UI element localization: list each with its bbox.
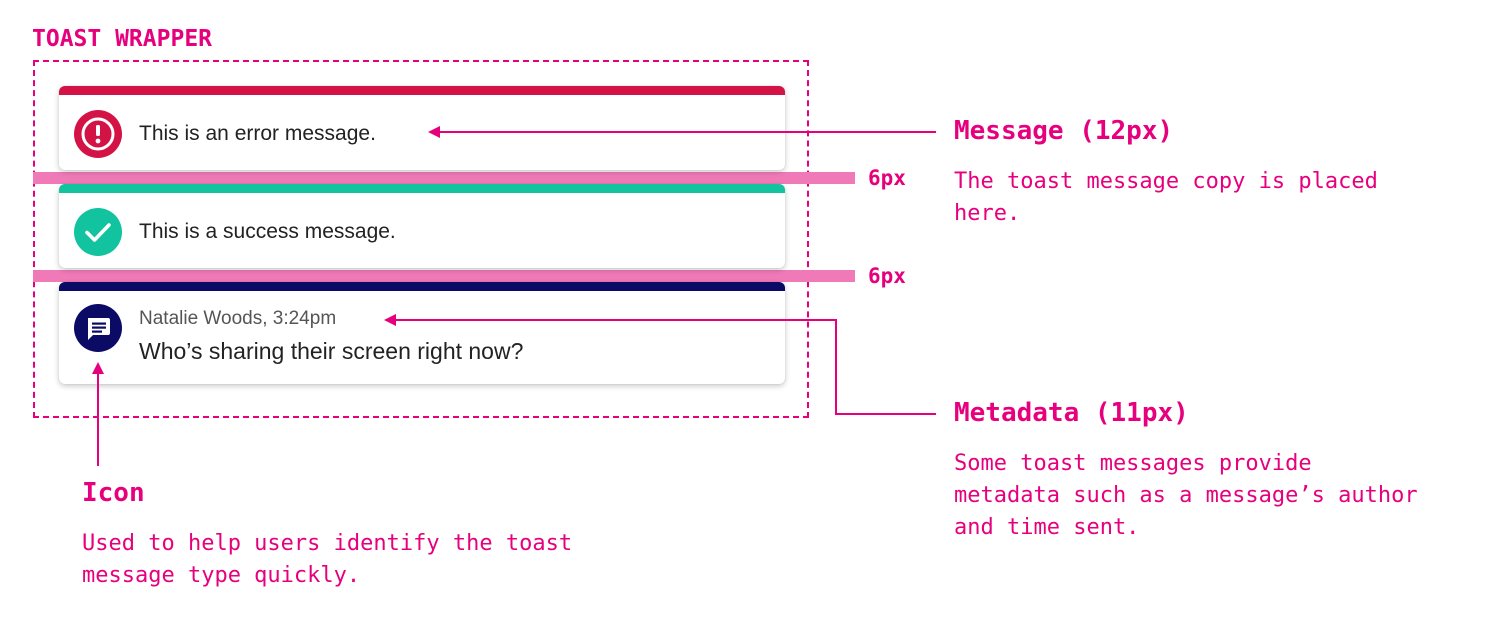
gap-label: 6px — [868, 264, 906, 288]
gap-label: 6px — [868, 166, 906, 190]
toast-message: This is a success message. — [139, 220, 396, 243]
message-annotation-title: Message (12px) — [954, 116, 1174, 146]
icon-annotation-title: Icon — [82, 478, 145, 508]
toast-wrapper-outline — [33, 60, 809, 418]
message-annotation-description: The toast message copy is placed here. — [954, 169, 1378, 226]
toast-message: This is an error message. — [139, 122, 376, 145]
toast-color-bar — [59, 86, 785, 95]
error-toast[interactable]: This is an error message. — [59, 86, 785, 170]
toast-wrapper-label: TOAST WRAPPER — [32, 26, 213, 52]
chat-toast[interactable]: Natalie Woods, 3:24pm Who’s sharing thei… — [59, 282, 785, 384]
toast-metadata: Natalie Woods, 3:24pm — [139, 308, 337, 329]
arrow-head-icon — [384, 314, 396, 326]
metadata-connector — [386, 319, 936, 415]
toast-message: Who’s sharing their screen right now? — [139, 338, 524, 364]
arrow-head-icon — [92, 362, 104, 374]
chat-bubble-icon — [74, 304, 122, 352]
metadata-annotation-title: Metadata (11px) — [954, 398, 1189, 428]
toast-color-bar — [59, 184, 785, 193]
metadata-annotation-description: Some toast messages provide metadata suc… — [954, 451, 1418, 540]
exclamation-icon — [74, 110, 122, 158]
gap-indicator — [33, 270, 855, 282]
success-toast[interactable]: This is a success message. — [59, 184, 785, 268]
checkmark-icon — [74, 208, 122, 256]
icon-annotation-description: Used to help users identify the toast me… — [82, 531, 573, 588]
toast-color-bar — [59, 282, 785, 291]
gap-indicator — [33, 172, 855, 184]
arrow-head-icon — [428, 126, 440, 138]
